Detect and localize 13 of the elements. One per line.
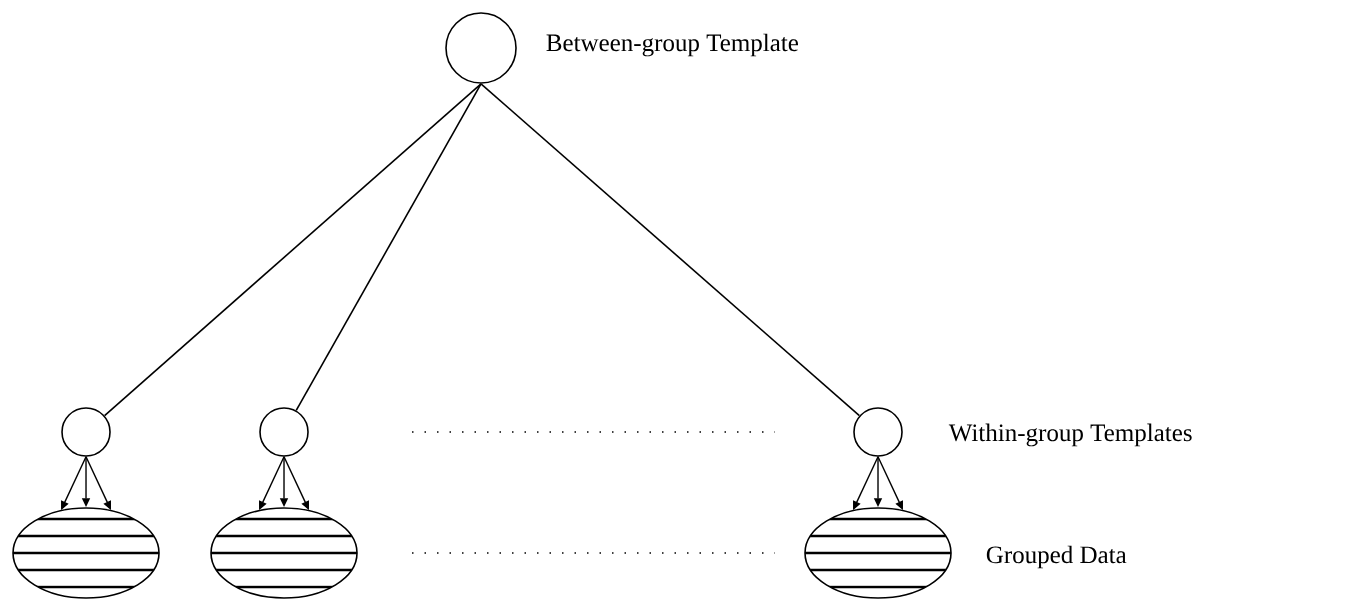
- connector-line: [480, 83, 861, 417]
- hatched-ellipse: [804, 507, 952, 599]
- hatched-ellipse: [12, 507, 160, 599]
- row-label: Grouped Data: [986, 545, 1127, 569]
- circle-node: [445, 12, 517, 84]
- circle-node: [853, 407, 903, 457]
- row-label: Within-group Templates: [948, 423, 1192, 447]
- row-label: Between-group Template: [546, 33, 798, 57]
- circle-node: [259, 407, 309, 457]
- connector-line: [103, 83, 482, 417]
- hatched-ellipse: [210, 507, 358, 599]
- circle-node: [61, 407, 111, 457]
- connector-line: [295, 83, 482, 412]
